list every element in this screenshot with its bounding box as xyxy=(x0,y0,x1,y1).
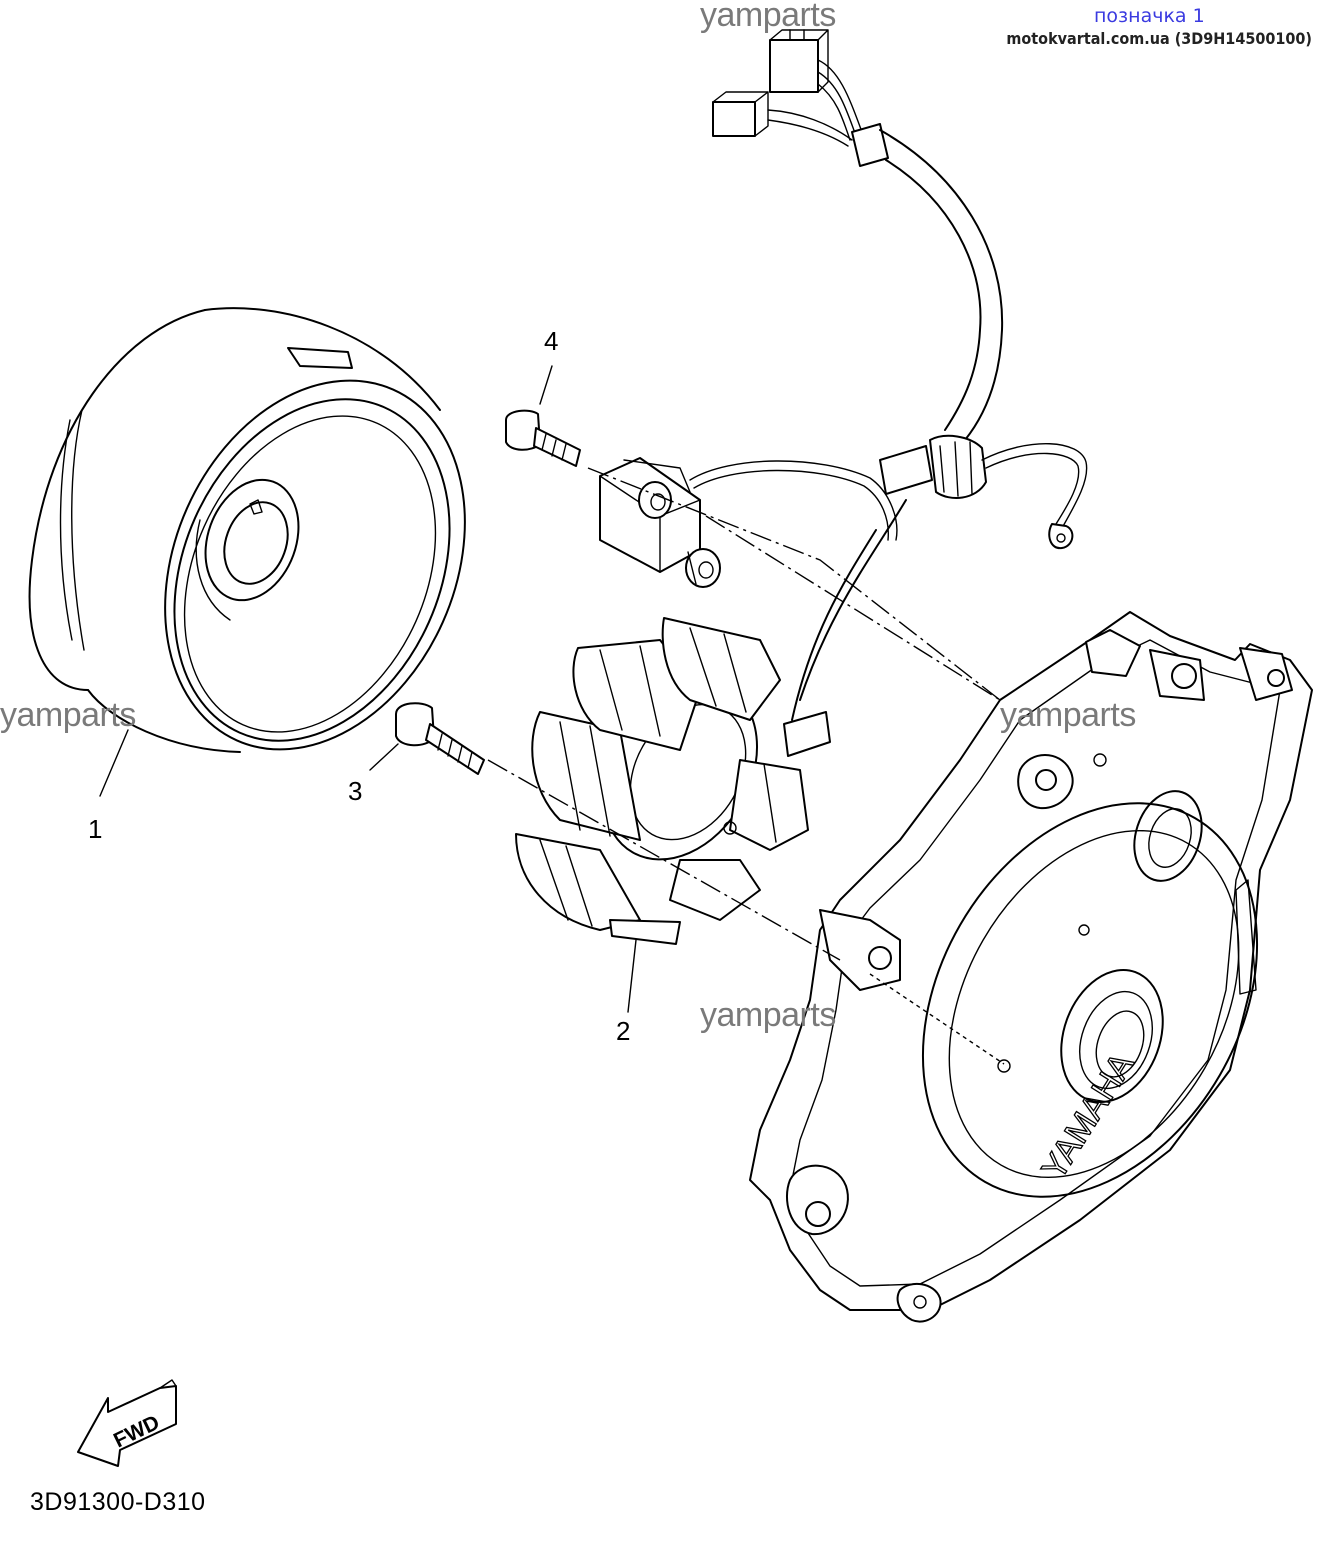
source-line: motokvartal.com.ua (3D9H14500100) xyxy=(1006,29,1312,48)
callout-leaders xyxy=(99,365,637,1013)
stator xyxy=(515,617,831,945)
pickup-coil xyxy=(599,457,721,588)
callout-3-number: 3 xyxy=(348,776,362,806)
watermark-left: yamparts xyxy=(0,696,136,734)
pickup-coil-bolt xyxy=(505,409,581,467)
fwd-direction-arrow: FWD xyxy=(77,1379,177,1467)
assembly-center-lines xyxy=(487,467,1005,1065)
stator-bolt xyxy=(395,702,485,775)
watermark-top: yamparts xyxy=(700,0,836,34)
wire-harness xyxy=(689,29,1088,721)
rotor-flywheel xyxy=(28,307,466,753)
cover-brand: YAMAHA xyxy=(1035,1046,1142,1186)
watermark-center: yamparts xyxy=(700,996,836,1034)
diagram-code: 3D91300-D310 xyxy=(30,1488,206,1516)
watermark-right: yamparts xyxy=(1000,696,1136,734)
ref-label: позначка 1 xyxy=(1094,5,1205,27)
callout-4-number: 4 xyxy=(544,326,558,356)
callout-1-number: 1 xyxy=(88,814,102,844)
callout-2-number: 2 xyxy=(616,1016,630,1046)
